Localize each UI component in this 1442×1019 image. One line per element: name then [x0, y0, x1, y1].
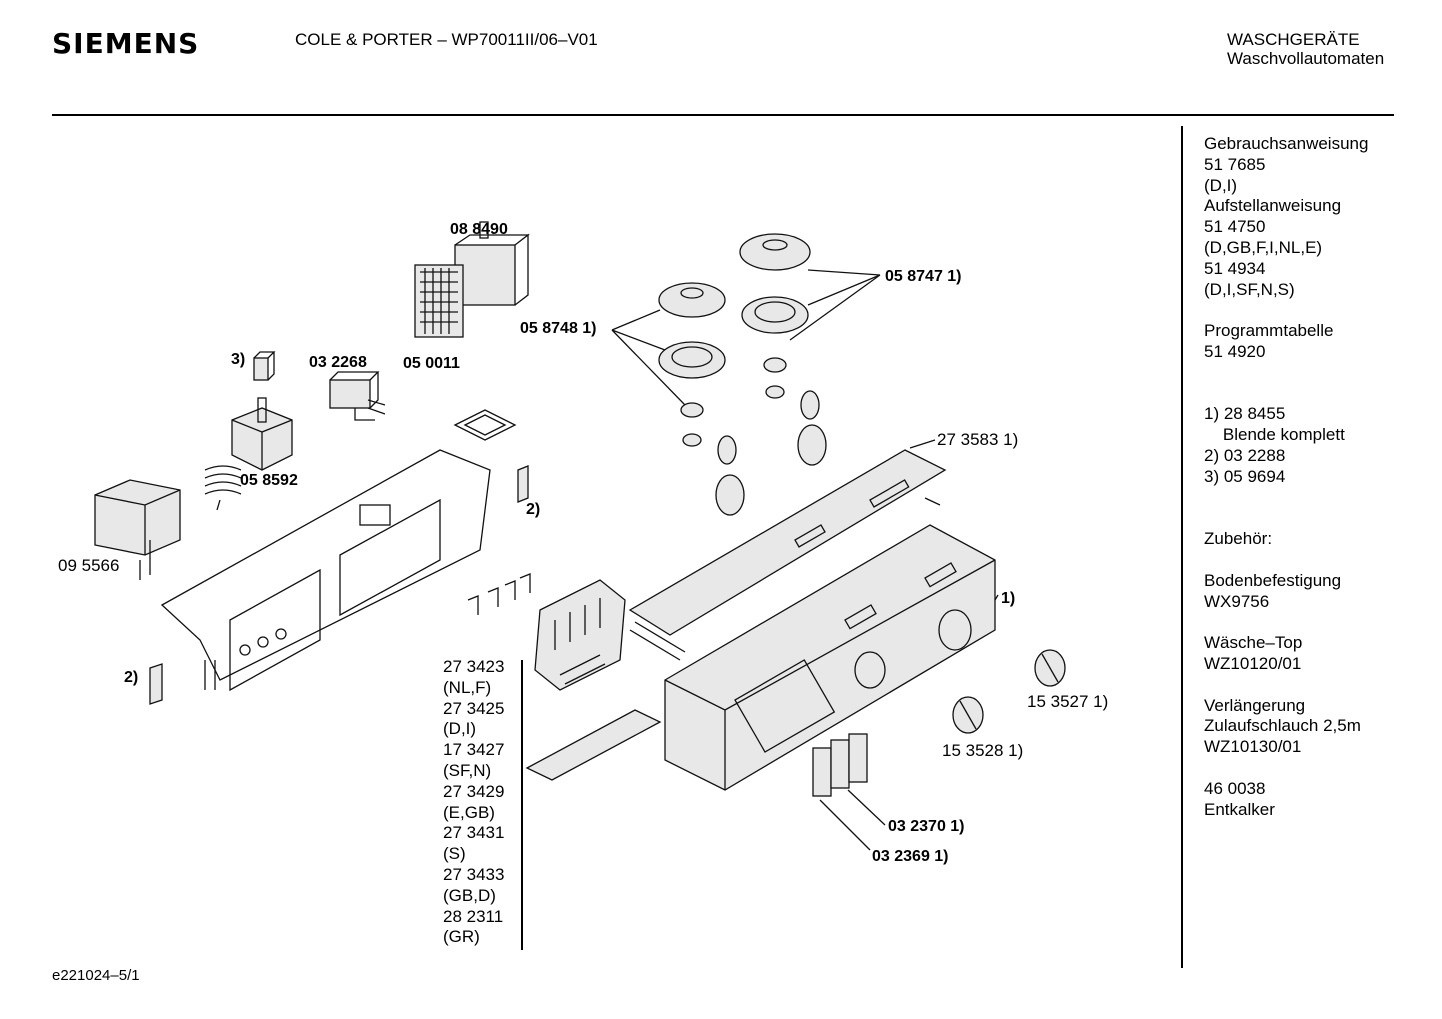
- variant-item: 27 3433: [443, 864, 505, 884]
- connector-part: [329, 371, 386, 421]
- part-label: 15 3528 1): [942, 741, 1024, 760]
- variant-item: (GB,D): [443, 885, 496, 905]
- sidebar-line: [1204, 300, 1368, 321]
- sidebar-line: Blende komplett: [1204, 425, 1345, 445]
- model-title: COLE & PORTER – WP70011II/06–V01: [295, 30, 598, 49]
- variant-item: 27 3423: [443, 657, 505, 676]
- variant-item: 27 3425: [443, 698, 505, 718]
- front-fascia-part: [664, 524, 996, 791]
- category-line-1: WASCHGERÄTE: [1227, 30, 1360, 49]
- variant-item: (NL,F): [443, 677, 492, 697]
- sidebar-line: 2) 03 2288: [1204, 445, 1286, 465]
- timer-motor-part: [414, 221, 530, 338]
- sidebar-line: Aufstellanweisung: [1204, 196, 1342, 216]
- sidebar-line: [1204, 363, 1368, 384]
- sidebar-line: 46 0038: [1204, 778, 1266, 798]
- sidebar-line: 51 4934: [1204, 258, 1266, 278]
- variant-item: 27 3431: [443, 823, 505, 843]
- variant-item: 27 3429: [443, 781, 505, 801]
- part-label: 03 2369 1): [872, 848, 949, 865]
- control-bracket-part: [160, 449, 491, 692]
- rotary-knob-parts: [952, 649, 1066, 734]
- frame-part: [453, 409, 517, 441]
- sidebar-line: [1204, 384, 1368, 405]
- part-label: 09 5566: [58, 556, 120, 575]
- footnote-label: 3): [231, 351, 246, 368]
- variant-strip-part: [525, 709, 662, 781]
- switch-block-part: [534, 579, 626, 691]
- footnote-label: 1): [1001, 590, 1016, 607]
- contact-set-part: [467, 573, 531, 615]
- part-label: 15 3527 1): [1027, 692, 1109, 711]
- sidebar-line: Programmtabelle: [1204, 321, 1334, 341]
- part-label: 05 8592: [240, 472, 298, 489]
- part-label: 03 2268: [309, 354, 367, 371]
- variant-list: 27 3423 (NL,F) 27 3425 (D,I) 17 3427 (SF…: [443, 657, 504, 948]
- leader-line: [994, 594, 999, 601]
- part-label: 03 2370 1): [888, 818, 965, 835]
- sidebar-line: [1204, 612, 1368, 633]
- sidebar-line: [1204, 675, 1368, 696]
- sidebar-line: 51 4750: [1204, 217, 1266, 237]
- programme-switch-part: [204, 397, 293, 511]
- footnote-label: 2): [526, 501, 541, 518]
- sidebar-line: [1204, 550, 1368, 571]
- sidebar-line: Verlängerung: [1204, 695, 1306, 715]
- part-label: 08 8490: [450, 221, 508, 238]
- header-divider: [52, 114, 1394, 116]
- sidebar-line: WZ10120/01: [1204, 653, 1302, 673]
- variant-item: (GR): [443, 927, 480, 947]
- document-code: e221024–5/1: [52, 967, 140, 984]
- small-clip-part: [253, 351, 276, 381]
- sidebar-line: Entkalker: [1204, 799, 1275, 819]
- part-label: 05 8748 1): [520, 320, 597, 337]
- variant-item: (SF,N): [443, 760, 492, 780]
- gear-parts: [680, 357, 827, 516]
- sidebar-line: 1) 28 8455: [1204, 404, 1286, 424]
- panel-strip-part: [628, 449, 947, 661]
- leader-line: [909, 439, 936, 449]
- sidebar-line: (D,GB,F,I,NL,E): [1204, 237, 1323, 257]
- part-label: 27 3583 1): [937, 430, 1019, 449]
- part-label: 05 0011: [403, 355, 460, 372]
- sidebar-line: Zubehör:: [1204, 529, 1273, 549]
- variant-item: (S): [443, 844, 466, 864]
- clip-part: [149, 465, 529, 705]
- sidebar-divider: [1181, 126, 1183, 968]
- sidebar-line: 51 7685: [1204, 154, 1266, 174]
- footnote-label: 2): [124, 669, 139, 686]
- sidebar-line: [1204, 488, 1368, 509]
- part-label: 05 8747 1): [885, 268, 962, 285]
- sidebar-notes: Gebrauchsanweisung 51 7685 (D,I) Aufstel…: [1204, 134, 1368, 820]
- sidebar-line: Zulaufschlauch 2,5m: [1204, 716, 1361, 736]
- sidebar-line: Wäsche–Top: [1204, 633, 1303, 653]
- sidebar-line: WX9756: [1204, 591, 1270, 611]
- sidebar-line: Bodenbefestigung: [1204, 570, 1342, 590]
- sidebar-line: 3) 05 9694: [1204, 466, 1286, 486]
- relay-block-part: [94, 479, 181, 580]
- sidebar-line: WZ10130/01: [1204, 737, 1302, 757]
- sidebar-line: [1204, 508, 1368, 529]
- variant-item: (E,GB): [443, 802, 495, 822]
- variant-list-bracket: [521, 660, 523, 950]
- sidebar-line: Gebrauchsanweisung: [1204, 134, 1369, 153]
- category-line-2: Waschvollautomaten: [1227, 49, 1385, 68]
- indicator-module-parts: [812, 733, 886, 851]
- sidebar-line: (D,I,SF,N,S): [1204, 279, 1295, 299]
- variant-item: 28 2311: [443, 906, 504, 926]
- sidebar-line: (D,I): [1204, 175, 1238, 195]
- variant-item: 17 3427: [443, 740, 505, 760]
- knob-cap-set: [611, 233, 881, 406]
- exploded-parts-diagram: [94, 221, 1066, 851]
- sidebar-line: 51 4920: [1204, 341, 1266, 361]
- variant-item: (D,I): [443, 719, 477, 739]
- category-block: WASCHGERÄTE Waschvollautomaten: [1227, 30, 1384, 68]
- brand-logo: SIEMENS: [52, 27, 200, 60]
- sidebar-line: [1204, 758, 1368, 779]
